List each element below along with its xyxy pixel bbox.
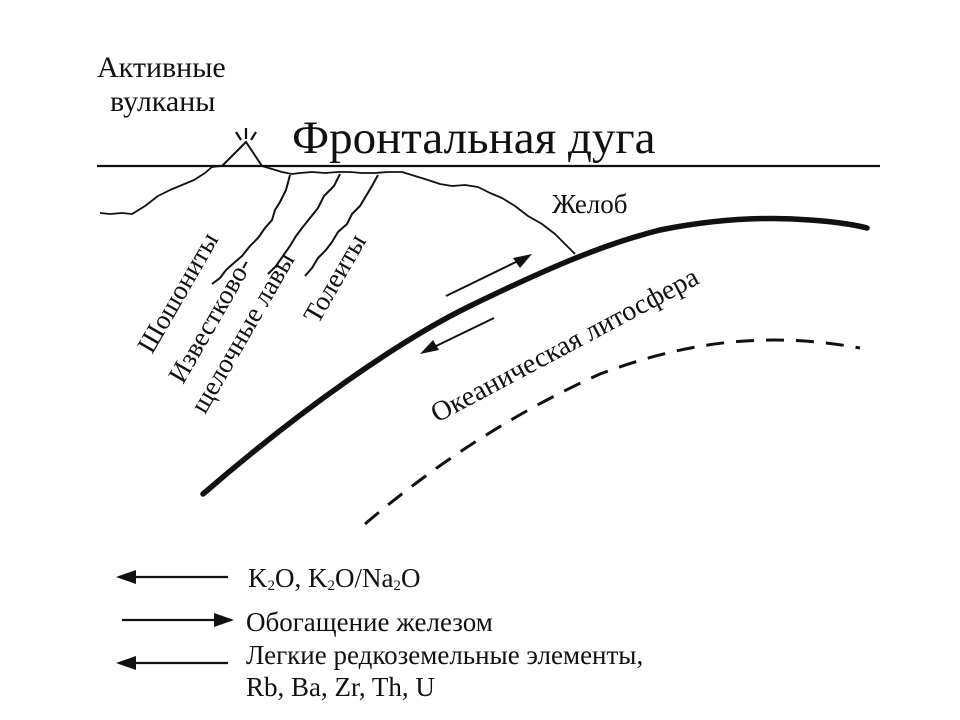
slab-base-dashed [364, 338, 861, 526]
legend-arrow-2-head [214, 613, 234, 627]
volcano-cone [221, 140, 263, 167]
motion-arrow-up-head [513, 254, 532, 268]
legend-item-ree-line1: Легкие редкоземельные элементы, [246, 640, 644, 670]
eruption-icon [235, 128, 257, 141]
active-volcanoes-label-2: вулканы [110, 85, 215, 118]
conduit-shoshonites [211, 174, 291, 285]
legend-arrow-1-head [116, 570, 136, 584]
legend-item-k2o: K2O, K2O/Na2O [248, 563, 421, 594]
slab-top-line [200, 215, 870, 497]
frontal-arc-label: Фронтальная дуга [292, 112, 656, 164]
tholeiites-label: Толеиты [297, 229, 372, 328]
conduit-tholeiites [304, 174, 379, 277]
legend-arrow-3-head [116, 656, 136, 670]
motion-arrow-down [431, 317, 495, 349]
motion-arrow-up [445, 259, 521, 297]
active-volcanoes-label-1: Активные [97, 51, 226, 84]
legend-item-iron-enrichment: Обогащение железом [246, 607, 493, 637]
trench-label: Желоб [552, 189, 628, 219]
conduit-calc-alkaline [267, 173, 341, 275]
motion-arrow-down-head [420, 340, 439, 354]
seafloor-profile [99, 165, 576, 255]
legend-item-ree-line2: Rb, Ba, Zr, Th, U [246, 672, 435, 702]
